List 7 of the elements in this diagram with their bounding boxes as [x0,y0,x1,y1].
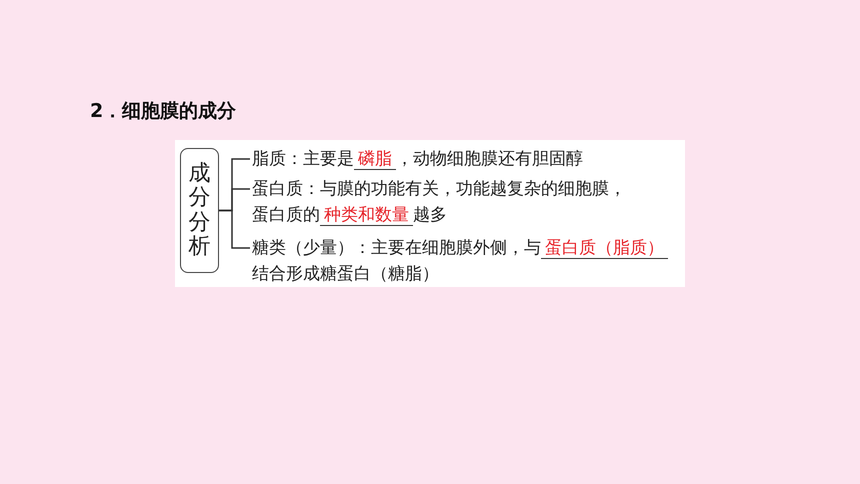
bracket-line [219,210,250,249]
category-box [180,148,219,273]
text-block: 脂质：主要是磷脂，动物细胞膜还有胆固醇 [252,146,672,172]
category-label: 成分分析 [188,162,210,259]
text-block: 糖类（少量）：主要在细胞膜外侧，与蛋白质（脂质）结合形成糖蛋白（糖脂） [252,235,672,288]
text-block: 蛋白质：与膜的功能有关，功能越复杂的细胞膜，蛋白质的种类和数量越多 [252,176,634,229]
diagram-title: 2．细胞膜的成分 [90,99,236,124]
